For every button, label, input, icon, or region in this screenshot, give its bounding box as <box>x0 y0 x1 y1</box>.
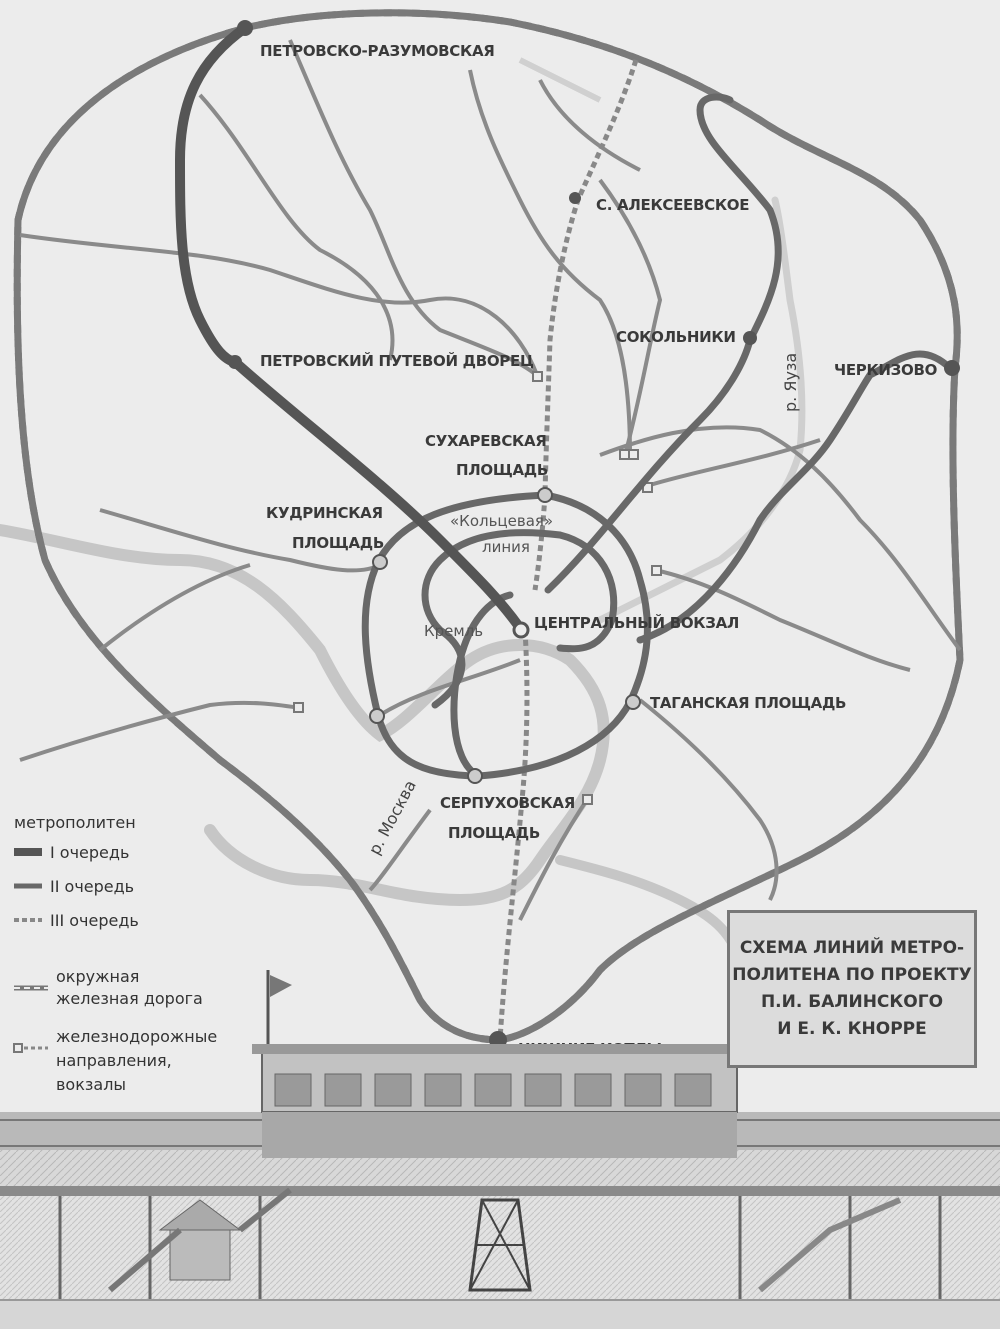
ring-railway <box>17 13 964 1044</box>
legend-rail-dir-2: направления, <box>56 1051 172 1070</box>
legend-stage1: I очередь <box>50 843 129 862</box>
scheme-title-box: СХЕМА ЛИНИЙ МЕТРО- ПОЛИТЕНА ПО ПРОЕКТУ П… <box>727 910 977 1068</box>
label-koltsevaya-2: линия <box>482 538 530 556</box>
station-tsentralny-vokzal <box>512 621 530 639</box>
label-river-yauza: р. Яуза <box>781 353 800 412</box>
label-kudrinskaya-2: ПЛОЩАДЬ <box>292 534 384 552</box>
legend-stage2: II очередь <box>50 877 134 896</box>
river-moskva <box>0 524 610 907</box>
station-petrovsky-dvorets <box>228 355 242 369</box>
railway-directions <box>19 39 962 921</box>
station-serpukhovskaya <box>467 768 483 784</box>
legend-rail-dir-1: железнодорожные <box>56 1027 217 1046</box>
legend-rail-dir-3: вокзалы <box>56 1075 126 1094</box>
legend-ring-rail-1: окружная <box>56 967 139 986</box>
legend-ring-rail-2: железная дорога <box>56 989 203 1008</box>
label-petrovsko-razumovskaya: ПЕТРОВСКО-РАЗУМОВСКАЯ <box>260 42 495 60</box>
scheme-title: СХЕМА ЛИНИЙ МЕТРО- ПОЛИТЕНА ПО ПРОЕКТУ П… <box>732 938 972 1039</box>
label-sukharevskaya-1: СУХАРЕВСКАЯ <box>425 432 547 450</box>
label-serpukhovskaya-1: СЕРПУХОВСКАЯ <box>440 794 575 812</box>
station-kudrinskaya-south <box>369 708 385 724</box>
stage1-line <box>174 23 525 633</box>
station-taganskaya <box>625 694 641 710</box>
legend-heading: метрополитен <box>14 813 136 832</box>
label-koltsevaya-1: «Кольцевая» <box>450 512 553 530</box>
label-kudrinskaya-1: КУДРИНСКАЯ <box>266 504 383 522</box>
stage2-lines <box>361 93 954 780</box>
label-taganskaya: ТАГАНСКАЯ ПЛОЩАДЬ <box>650 694 846 712</box>
legend-stage3: III очередь <box>50 911 139 930</box>
legend: метрополитен I очередь II очередь III оч… <box>13 813 217 1094</box>
station-building-illustration <box>0 970 1000 1329</box>
station-cherkizovo <box>944 360 960 376</box>
label-s-alekseevskoe: С. АЛЕКСЕЕВСКОЕ <box>596 196 749 214</box>
label-serpukhovskaya-2: ПЛОЩАДЬ <box>448 824 540 842</box>
stage3-lines <box>497 59 639 1041</box>
label-sokolniki: СОКОЛЬНИКИ <box>616 328 736 346</box>
station-s-alekseevskoe <box>569 192 581 204</box>
label-petrovsky-dvorets: ПЕТРОВСКИЙ ПУТЕВОЙ ДВОРЕЦ <box>260 351 534 370</box>
station-sukharevskaya <box>537 487 553 503</box>
label-kreml: Кремль <box>424 622 483 640</box>
station-petrovsko-razumovskaya <box>237 20 253 36</box>
label-cherkizovo: ЧЕРКИЗОВО <box>834 361 937 379</box>
label-tsentralny-vokzal: ЦЕНТРАЛЬНЫЙ ВОКЗАЛ <box>534 613 739 632</box>
label-sukharevskaya-2: ПЛОЩАДЬ <box>456 461 548 479</box>
station-sokolniki <box>743 331 757 345</box>
station-kudrinskaya <box>372 554 388 570</box>
